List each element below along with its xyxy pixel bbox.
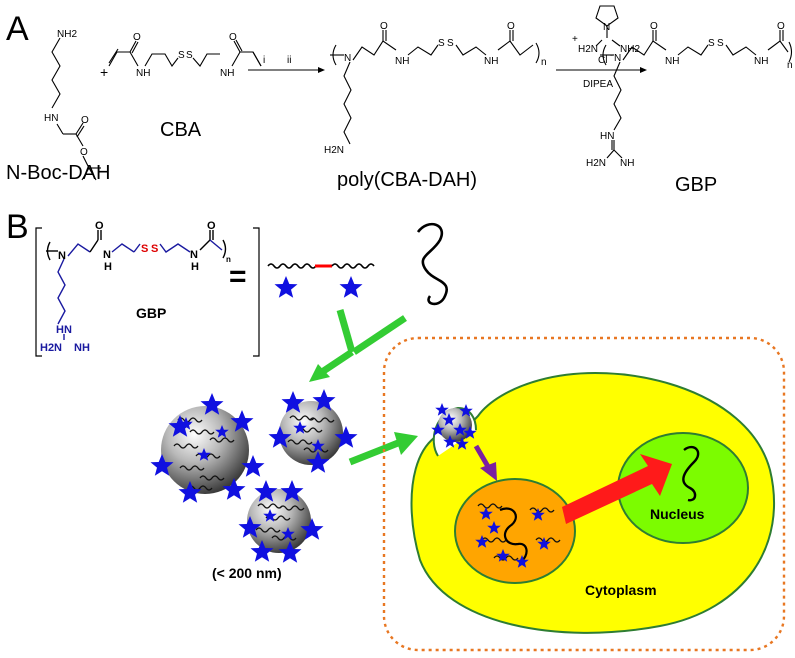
gbp-a-s1: S	[708, 38, 715, 49]
endosome	[454, 478, 576, 584]
gbp-a-nh1: NH	[665, 56, 679, 67]
dna-coil-icon	[416, 222, 448, 306]
poly-label: poly(CBA-DAH)	[337, 169, 477, 191]
gbp-b-h2: H	[191, 261, 199, 273]
poly-cba-dah-structure	[330, 30, 540, 145]
gbp-a-h2n: H2N	[586, 158, 606, 169]
boc-dah-hn: HN	[44, 113, 58, 124]
gbp-a-n: N	[614, 53, 621, 64]
poly-n-repeat: n	[541, 57, 547, 68]
gbp-a-nh2: NH	[754, 56, 768, 67]
gbp-b-s2: S	[151, 243, 158, 255]
boc-dah-nh2: NH2	[57, 29, 77, 40]
cba-structure	[108, 39, 262, 67]
gbp-label-a: GBP	[675, 174, 717, 196]
gbp-b-o2: O	[207, 220, 216, 232]
cba-s2: S	[186, 50, 193, 61]
reaction-arrow-1	[248, 67, 325, 73]
cba-nh2: NH	[220, 68, 234, 79]
cba-o2: O	[229, 32, 237, 43]
boc-dah-o2: O	[80, 147, 88, 158]
nucleus-dna-icon	[682, 445, 700, 502]
poly-o2: O	[507, 21, 515, 32]
cba-label: CBA	[160, 119, 202, 141]
cation-plus: +	[572, 34, 578, 45]
purple-arrow	[473, 444, 497, 481]
cba-o1: O	[133, 32, 141, 43]
gbp-a-s2: S	[717, 38, 724, 49]
merge-arrow-head	[309, 364, 330, 382]
cell-boundary	[382, 336, 786, 652]
gbp-a-n-repeat: n	[787, 60, 793, 71]
nanoparticle-endocytosed	[431, 403, 477, 450]
poly-n: N	[344, 53, 351, 64]
nanoparticle-bottom	[238, 480, 324, 563]
poly-nh1: NH	[395, 56, 409, 67]
panel-b-letter: B	[6, 208, 29, 246]
gbp-b-nh: NH	[74, 342, 90, 354]
poly-o1: O	[380, 21, 388, 32]
panel-a-letter: A	[6, 10, 29, 48]
reagent-dipea: DIPEA	[583, 79, 613, 90]
poly-nh2: NH	[484, 56, 498, 67]
gbp-b-s1: S	[141, 243, 148, 255]
guanidine-star-icon	[339, 276, 363, 298]
cba-s1: S	[178, 50, 185, 61]
nanoparticle-large	[150, 393, 265, 503]
poly-h2n: H2N	[324, 145, 344, 156]
gbp-b-n3: N	[190, 249, 198, 261]
gbp-structure-a	[600, 30, 793, 159]
guanidine-star-icon	[274, 276, 298, 298]
boc-dah-o1: O	[81, 115, 89, 126]
equals-sign: =	[229, 260, 247, 293]
poly-s1: S	[438, 38, 445, 49]
nanoparticle-top	[268, 389, 358, 473]
chloride: Cl	[598, 55, 607, 66]
boc-dah-label: N-Boc-DAH	[6, 162, 110, 184]
gbp-a-hn: HN	[600, 131, 614, 142]
gbp-structure-b	[46, 230, 227, 340]
gbp-brackets	[35, 227, 260, 357]
reagent-ii: ii	[287, 55, 291, 66]
gbp-label-b: GBP	[136, 305, 166, 321]
plus-sign: +	[100, 64, 108, 80]
gbp-a-o1: O	[650, 21, 658, 32]
merge-arrow	[320, 309, 407, 375]
gbp-b-n2: N	[103, 249, 111, 261]
pyrazole-n: N	[603, 22, 610, 33]
endosome-contents	[475, 503, 561, 568]
polymer-cartoon	[267, 263, 375, 298]
size-label: (< 200 nm)	[212, 565, 282, 581]
reaction-arrow-2	[556, 67, 647, 73]
cytoplasm-label: Cytoplasm	[585, 582, 657, 598]
nuclear-delivery-arrow	[562, 454, 672, 524]
cba-nh1: NH	[136, 68, 150, 79]
nucleus-label: Nucleus	[650, 506, 705, 522]
gbp-a-o2: O	[777, 21, 785, 32]
gbp-b-n: N	[58, 250, 66, 262]
pyrazole-carboxamidine-structure	[595, 5, 621, 47]
gbp-b-h2n: H2N	[40, 342, 62, 354]
uptake-arrow	[348, 432, 418, 466]
poly-s2: S	[447, 38, 454, 49]
boc-dah-structure	[51, 37, 101, 181]
gbp-b-repeat: n	[226, 255, 231, 264]
reagent-i: i	[263, 55, 265, 66]
amidine-h2n: H2N	[578, 44, 598, 55]
gbp-b-h1: H	[104, 261, 112, 273]
gbp-b-o1: O	[95, 220, 104, 232]
gbp-b-hn: HN	[56, 324, 72, 336]
gbp-a-nh: NH	[620, 158, 634, 169]
